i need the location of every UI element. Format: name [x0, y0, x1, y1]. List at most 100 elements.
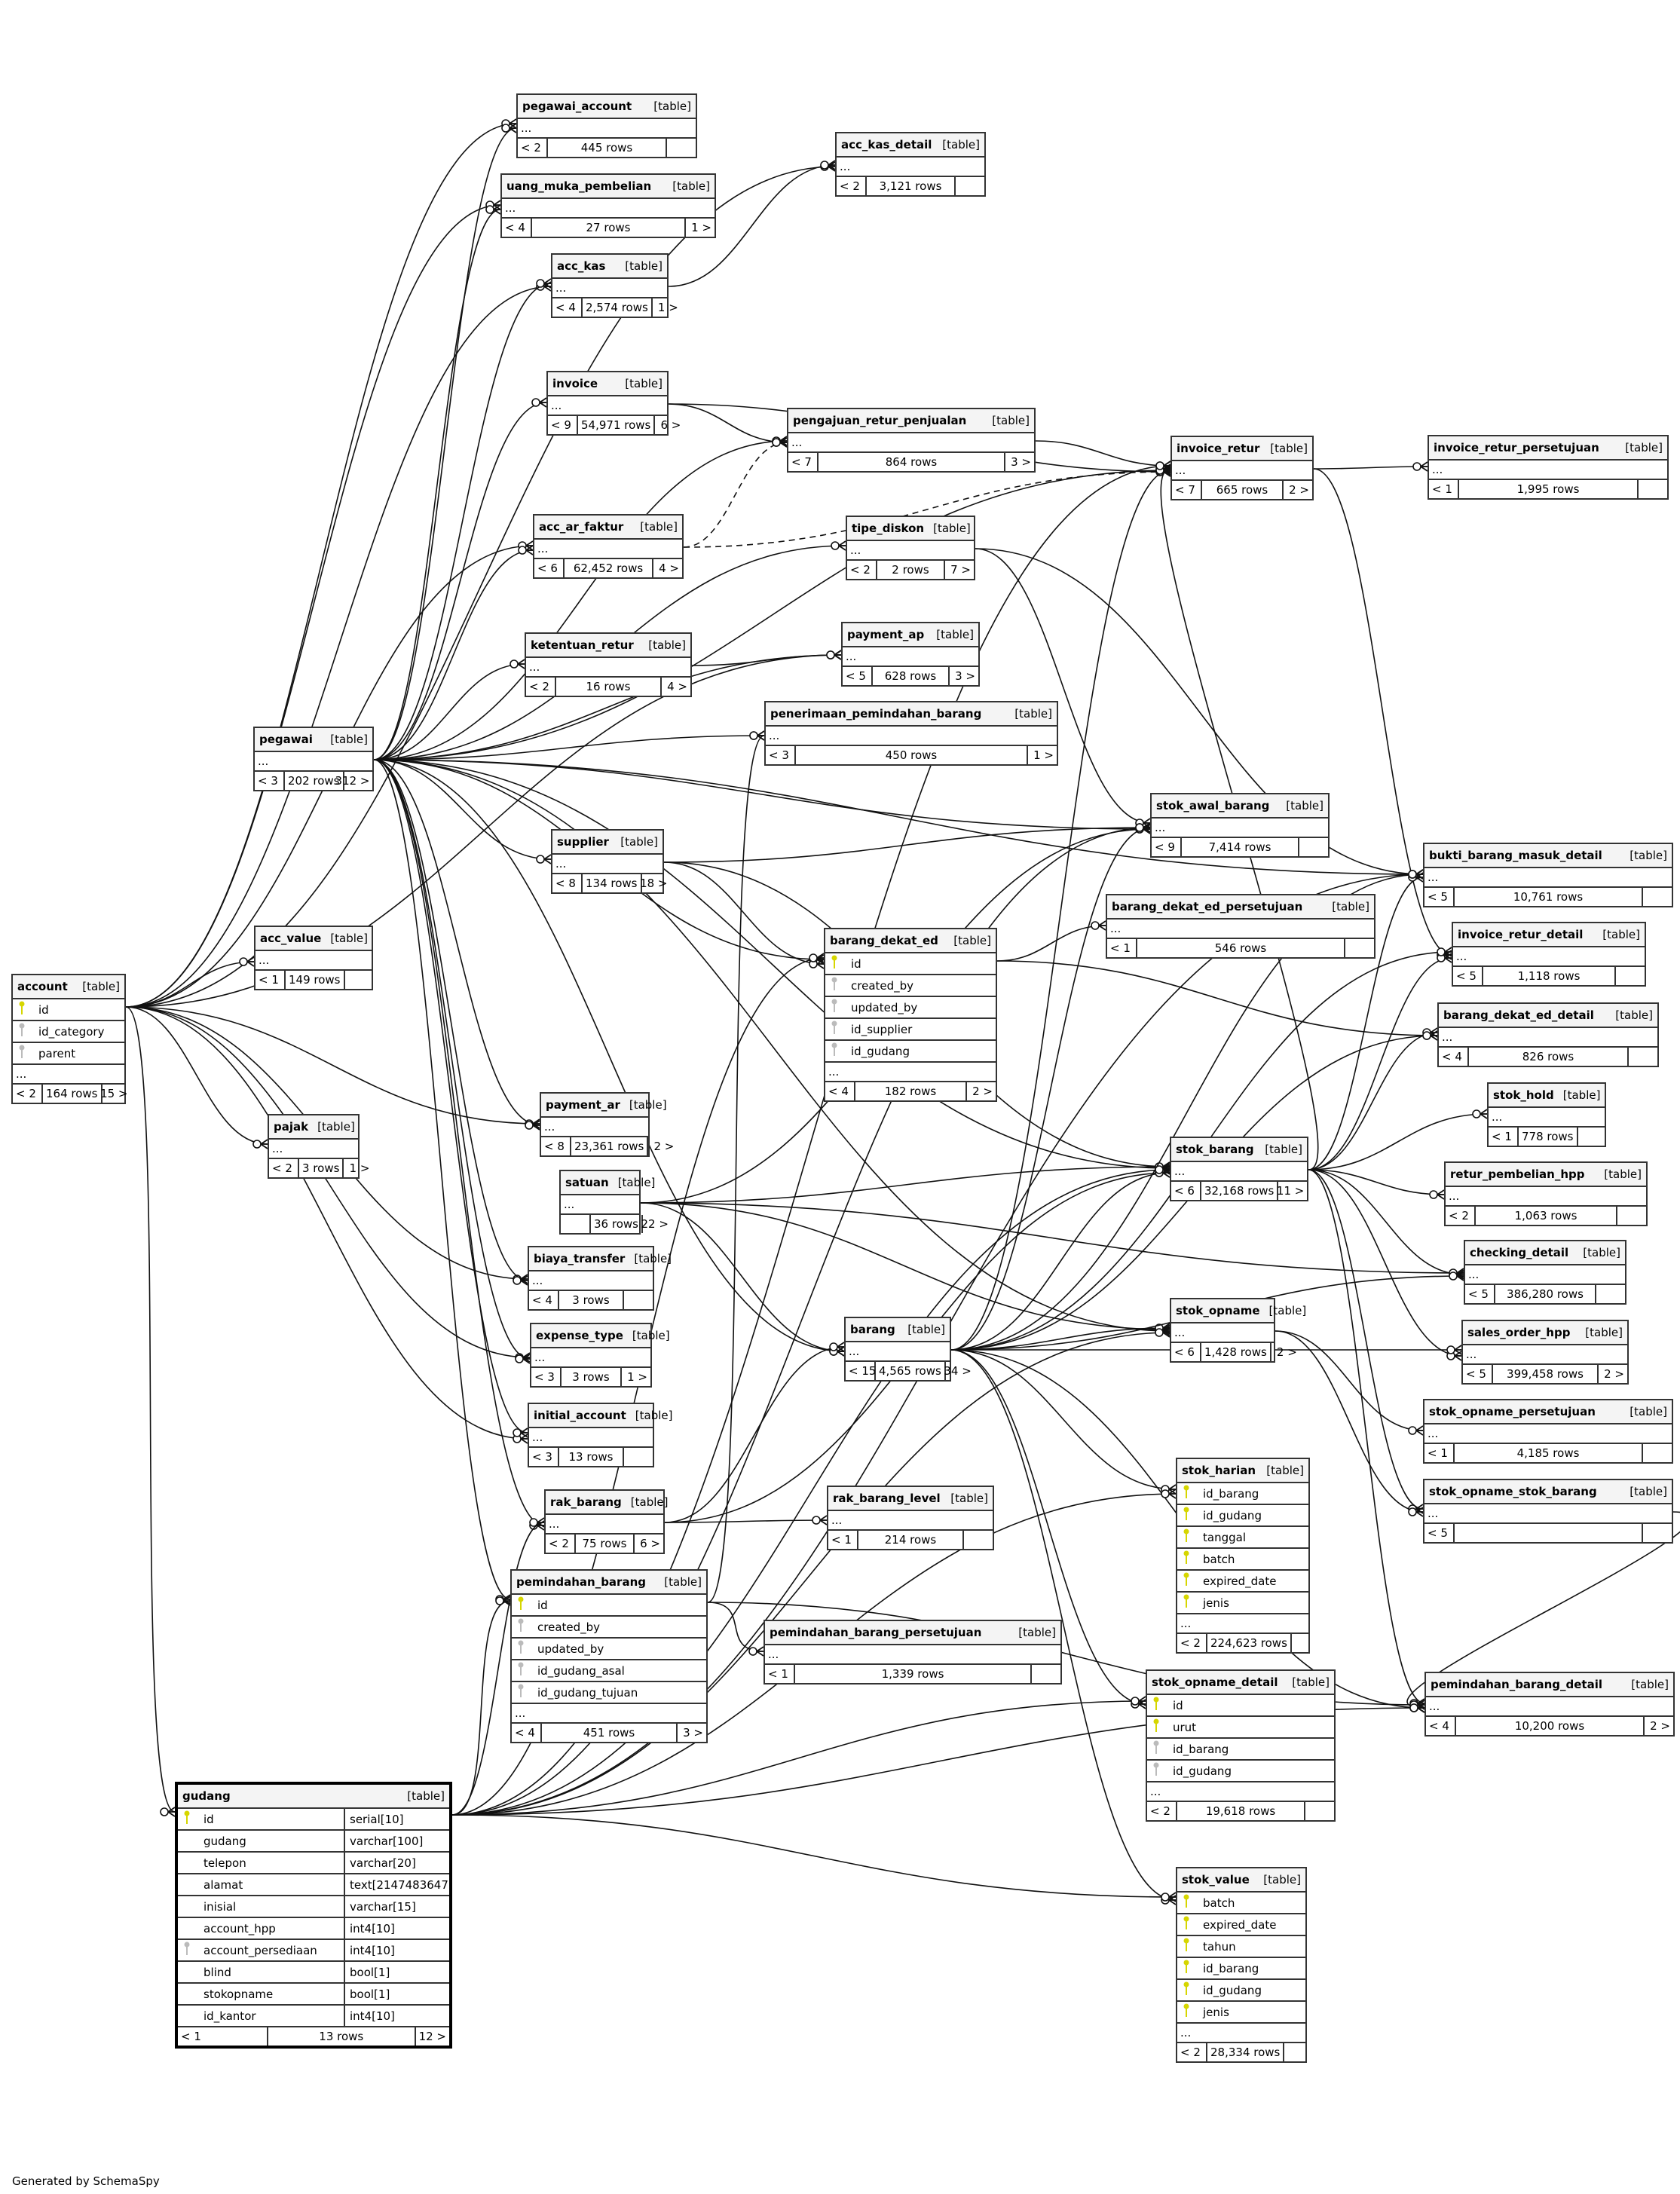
parents-count[interactable]: < 5 — [1463, 1365, 1493, 1383]
column-row[interactable]: created_by — [512, 1617, 706, 1639]
table-header[interactable]: rak_barang_level[table] — [828, 1487, 993, 1511]
table-header[interactable]: tipe_diskon[table] — [847, 517, 974, 541]
children-count[interactable]: 3 > — [1011, 455, 1031, 469]
table-header[interactable]: barang_dekat_ed_persetujuan[table] — [1107, 895, 1374, 920]
parents-count[interactable]: < 9 — [548, 416, 578, 434]
parents-count[interactable]: < 2 — [13, 1085, 43, 1103]
table-header[interactable]: barang_dekat_ed[table] — [825, 929, 996, 953]
table-header[interactable]: barang_dekat_ed_detail[table] — [1439, 1004, 1657, 1028]
children-count[interactable]: 4 > — [659, 562, 679, 575]
table-name[interactable]: barang_dekat_ed_persetujuan — [1112, 900, 1303, 913]
table-header[interactable]: stok_opname_stok_barang[table] — [1424, 1480, 1672, 1504]
children-count[interactable]: 1 > — [1033, 748, 1054, 762]
table-name[interactable]: pemindahan_barang_persetujuan — [770, 1626, 982, 1639]
table-name[interactable]: pajak — [274, 1120, 309, 1134]
table-header[interactable]: barang[table] — [846, 1318, 950, 1342]
table-name[interactable]: satuan — [565, 1176, 609, 1189]
table-name[interactable]: rak_barang — [550, 1495, 622, 1509]
parents-count[interactable]: < 2 — [1147, 1802, 1177, 1820]
parents-count[interactable]: < 5 — [1453, 967, 1483, 985]
table-header[interactable]: stok_awal_barang[table] — [1152, 794, 1328, 819]
parents-count[interactable]: < 6 — [1171, 1343, 1201, 1361]
table-name[interactable]: biaya_transfer — [534, 1252, 626, 1265]
children-count[interactable]: 1 > — [627, 1370, 647, 1384]
table-name[interactable]: penerimaan_pemindahan_barang — [770, 707, 982, 721]
parents-count[interactable]: < 1 — [1429, 480, 1459, 498]
table-name[interactable]: pegawai_account — [522, 99, 632, 113]
children-count[interactable]: 1 > — [657, 301, 678, 314]
table-name[interactable]: stok_barang — [1176, 1143, 1254, 1156]
parents-count[interactable]: < 7 — [788, 453, 819, 471]
table-header[interactable]: checking_detail[table] — [1465, 1241, 1625, 1265]
children-count[interactable] — [624, 1291, 653, 1309]
table-header[interactable]: penerimaan_pemindahan_barang[table] — [766, 702, 1057, 727]
column-row[interactable]: expired_date — [1177, 1571, 1308, 1593]
table-name[interactable]: tipe_diskon — [852, 522, 925, 535]
table-header[interactable]: stok_value[table] — [1177, 1868, 1305, 1893]
column-row[interactable]: id_gudang — [1177, 1980, 1305, 2002]
children-count[interactable] — [1284, 2043, 1313, 2061]
children-count[interactable] — [1032, 1665, 1060, 1683]
children-count[interactable] — [1643, 888, 1672, 906]
table-name[interactable]: invoice_retur_detail — [1458, 928, 1584, 941]
table-pemindahan-barang-persetujuan[interactable]: pemindahan_barang_persetujuan[table]...<… — [763, 1620, 1062, 1685]
column-row[interactable]: updated_by — [825, 997, 996, 1019]
column-row[interactable]: id — [1147, 1695, 1334, 1717]
column-row[interactable]: batch — [1177, 1893, 1305, 1914]
parents-count[interactable]: < 2 — [1177, 2043, 1207, 2061]
table-header[interactable]: expense_type[table] — [531, 1324, 670, 1348]
table-name[interactable]: stok_opname — [1176, 1304, 1260, 1317]
table-name[interactable]: stok_opname_detail — [1152, 1675, 1278, 1689]
table-stok-opname-stok-barang[interactable]: stok_opname_stok_barang[table]...< 5 — [1423, 1479, 1673, 1544]
table-header[interactable]: biaya_transfer[table] — [529, 1247, 672, 1271]
table-header[interactable]: acc_kas_detail[table] — [837, 133, 984, 158]
table-header[interactable]: initial_account[table] — [529, 1404, 672, 1428]
children-count[interactable]: 22 > — [641, 1217, 669, 1231]
column-row[interactable]: id_barang — [1177, 1483, 1308, 1505]
parents-count[interactable]: < 8 — [552, 874, 583, 892]
children-count[interactable]: 15 > — [100, 1087, 128, 1100]
column-row[interactable]: tahun — [1177, 1936, 1305, 1958]
table-name[interactable]: acc_ar_faktur — [539, 520, 624, 534]
children-count[interactable]: 2 > — [972, 1085, 993, 1098]
children-count[interactable] — [956, 177, 984, 195]
table-name[interactable]: invoice_retur_persetujuan — [1434, 441, 1599, 454]
table-header[interactable]: stok_barang[table] — [1171, 1138, 1307, 1162]
table-name[interactable]: rak_barang_level — [833, 1492, 941, 1505]
table-header[interactable]: stok_opname[table] — [1171, 1299, 1306, 1323]
parents-count[interactable]: < 1 — [1424, 1444, 1455, 1462]
table-header[interactable]: pengajuan_retur_penjualan[table] — [788, 409, 1034, 433]
table-name[interactable]: checking_detail — [1470, 1246, 1569, 1259]
parents-count[interactable]: < 2 — [518, 139, 548, 157]
parents-count[interactable]: < 5 — [1424, 888, 1455, 906]
column-row[interactable]: id_gudang — [1147, 1761, 1334, 1782]
children-count[interactable] — [1596, 1285, 1625, 1303]
table-name[interactable]: pemindahan_barang_detail — [1431, 1678, 1602, 1691]
table-name[interactable]: initial_account — [534, 1409, 626, 1422]
table-header[interactable]: acc_kas[table] — [552, 255, 667, 279]
column-row[interactable]: id_supplier — [825, 1019, 996, 1041]
children-count[interactable]: 34 > — [944, 1364, 972, 1378]
children-count[interactable] — [1345, 939, 1374, 957]
table-header[interactable]: ketentuan_retur[table] — [526, 634, 690, 658]
table-name[interactable]: payment_ap — [847, 628, 925, 641]
parents-count[interactable]: < 4 — [502, 219, 532, 237]
